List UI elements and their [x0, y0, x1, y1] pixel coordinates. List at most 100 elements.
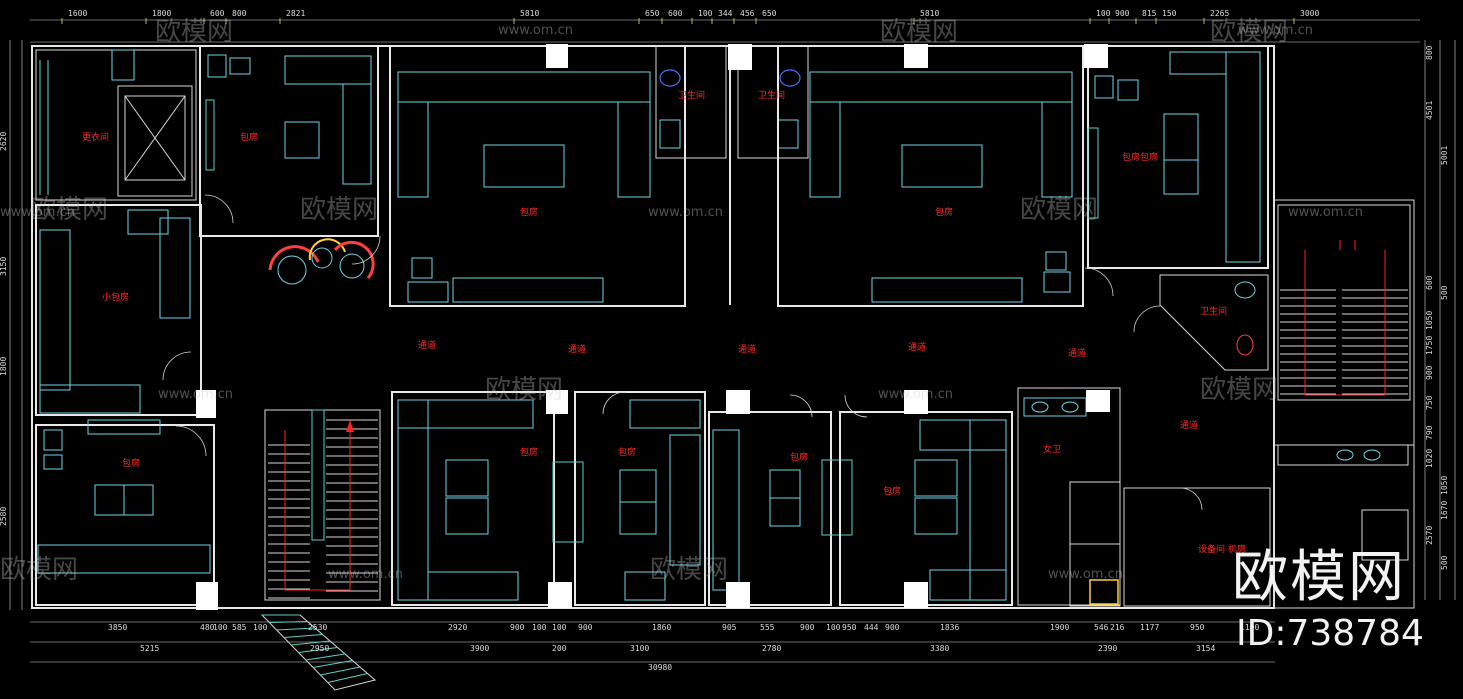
private-room-upper-mid-2 [777, 45, 1084, 307]
dim-bottom1-13: 555 [760, 623, 775, 632]
room-label-private_room_b: 包房 [520, 206, 538, 218]
bottom-dimension-lines [30, 621, 1275, 663]
room-label-corridor_5: 通道 [1068, 347, 1086, 359]
dim-right-12: 1670 [1440, 501, 1449, 520]
dim-top-9: 344 [718, 9, 733, 18]
watermark-brand-7: 欧模网 [1200, 375, 1278, 405]
room-label-corridor_2: 通道 [568, 343, 586, 355]
watermark-url-7: www.om.cn [1048, 567, 1123, 582]
room-label-small_office: 小包房 [102, 291, 129, 303]
dim-right-10: 1020 [1425, 449, 1434, 468]
dim-right-1: 4501 [1425, 101, 1434, 120]
watermark-brand-8: 欧模网 [650, 555, 728, 585]
dim-bottom2-5: 2780 [762, 644, 781, 653]
dim-bottom1-1: 480 [200, 623, 215, 632]
room-label-private_room_a: 包房 [240, 131, 258, 143]
dim-top-14: 900 [1115, 9, 1130, 18]
structural-columns [196, 44, 1110, 610]
private-room-lower-3 [708, 411, 853, 606]
dim-bottom1-6: 2920 [448, 623, 467, 632]
room-label-private_room_f: 包房 [618, 446, 636, 458]
watermark-url-3: www.om.cn [1288, 205, 1363, 220]
dim-right-3: 600 [1425, 275, 1434, 290]
dim-bottom1-15: 100 [826, 623, 841, 632]
dim-top-4: 2821 [286, 9, 305, 18]
round-seating [268, 238, 375, 285]
watermark-url-2: www.om.cn [648, 205, 723, 220]
dim-bottom2-7: 2390 [1098, 644, 1117, 653]
dim-top-6: 650 [645, 9, 660, 18]
dim-top-2: 600 [210, 9, 225, 18]
dim-bottom1-17: 444 [864, 623, 879, 632]
private-room-upper-mid-1 [389, 45, 686, 307]
room-label-corridor_3: 通道 [738, 343, 756, 355]
watermark-url-6: www.om.cn [328, 567, 403, 582]
dim-bottom1-0: 3850 [108, 623, 127, 632]
room-label-private_room_d: 包房 [1122, 151, 1140, 163]
watermark-url-1: www.om.cn [1238, 23, 1313, 38]
watermark-url-0: www.om.cn [498, 23, 573, 38]
dim-top-7: 600 [668, 9, 683, 18]
room-label-corridor_6: 通道 [1180, 419, 1198, 431]
watermark-brand-9: 欧模网 [0, 555, 78, 585]
watermark-brand-3: 欧模网 [300, 195, 378, 225]
room-label-changing_room: 更衣间 [82, 131, 109, 143]
total-dimension: 30980 [648, 663, 672, 672]
dim-right-5: 1050 [1425, 311, 1434, 330]
dim-bottom1-4: 100 [253, 623, 268, 632]
dim-top-11: 650 [762, 9, 777, 18]
dim-bottom1-14: 900 [800, 623, 815, 632]
dim-right-4: 500 [1440, 285, 1449, 300]
top-dimension-line [30, 19, 1420, 43]
room-label-corridor_1: 通道 [418, 339, 436, 351]
private-room-upper-left [199, 45, 379, 237]
dim-top-15: 815 [1142, 9, 1157, 18]
room-label-toilet_2: 卫生间 [758, 89, 785, 101]
small-office [35, 204, 202, 416]
dim-bottom1-12: 905 [722, 623, 737, 632]
watermark-brand-5: 欧模网 [30, 195, 108, 225]
dim-bottom1-5: 2530 [308, 623, 327, 632]
dim-top-17: 2265 [1210, 9, 1229, 18]
dim-bottom1-9: 100 [552, 623, 567, 632]
dim-bottom2-2: 3900 [470, 644, 489, 653]
dim-top-10: 456 [740, 9, 755, 18]
dim-bottom2-3: 200 [552, 644, 567, 653]
dim-left-2: 1800 [0, 357, 8, 376]
room-label-private_room_c: 包房 [935, 206, 953, 218]
dim-right-2: 5001 [1440, 146, 1449, 165]
dim-top-0: 1600 [68, 9, 87, 18]
room-label-toilet_3: 卫生间 [1200, 305, 1227, 317]
room-label-equipment_room: 设备间 机房 [1198, 543, 1246, 555]
exterior-stairs [260, 614, 377, 691]
brand-id-label: ID:738784 [1236, 613, 1424, 654]
dim-bottom1-3: 585 [232, 623, 247, 632]
dim-bottom1-21: 546 [1094, 623, 1109, 632]
dim-bottom1-18: 900 [885, 623, 900, 632]
stairs-right [1277, 204, 1411, 401]
dim-top-1: 1800 [152, 9, 171, 18]
room-label-womens_toilet: 女卫 [1043, 443, 1061, 455]
dim-right-0: 800 [1425, 45, 1434, 60]
dim-bottom2-8: 3154 [1196, 644, 1215, 653]
dim-bottom1-24: 950 [1190, 623, 1205, 632]
dim-top-12: 5810 [920, 9, 939, 18]
dim-bottom1-22: 216 [1110, 623, 1125, 632]
room-label-private_room_g: 包房 [790, 451, 808, 463]
dim-bottom1-11: 1860 [652, 623, 671, 632]
private-room-lower-1 [391, 391, 555, 606]
room-label-private_room_i: 包房 [1140, 151, 1158, 163]
changing-room-block [35, 49, 197, 201]
outer-walls [31, 45, 1415, 609]
dim-bottom2-1: 2950 [310, 644, 329, 653]
dim-bottom1-20: 1900 [1050, 623, 1069, 632]
dim-top-13: 100 [1096, 9, 1111, 18]
room-label-private_room_h: 包房 [883, 485, 901, 497]
brand-watermark: 欧模网 [1232, 545, 1406, 610]
watermark-url-5: www.om.cn [878, 387, 953, 402]
dim-bottom1-16: 950 [842, 623, 857, 632]
right-dimension-text: 8004501500160050010501750900750790102025… [1425, 45, 1449, 570]
